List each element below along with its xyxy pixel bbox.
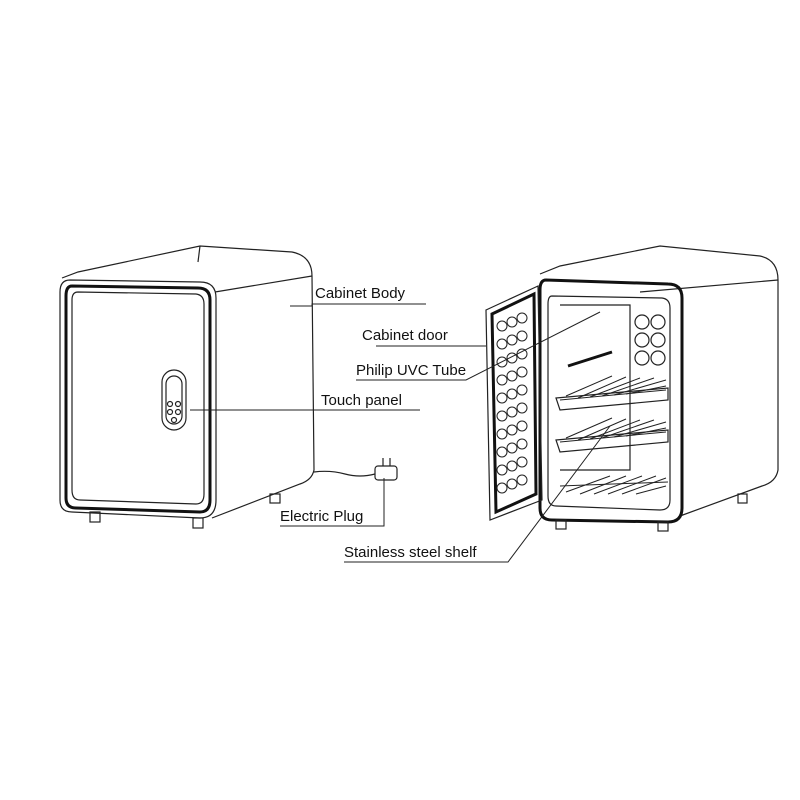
label-stainless-shelf: Stainless steel shelf [344,544,477,561]
label-touch-panel: Touch panel [321,392,402,409]
touch-panel-icon [161,369,187,431]
closed-cabinet-illustration [59,245,398,529]
label-cabinet-door: Cabinet door [362,327,448,344]
label-uvc-tube: Philip UVC Tube [356,362,466,379]
cabinet-door-open [485,285,543,521]
leader-lines [190,303,611,563]
label-electric-plug: Electric Plug [280,508,363,525]
electric-plug-icon [313,458,398,481]
shelf-lower [555,417,669,453]
open-cabinet-illustration [485,245,779,532]
shelf-bottom [559,475,669,495]
label-cabinet-body: Cabinet Body [315,285,406,302]
back-wall-holes [634,314,666,366]
shelf-upper [555,375,669,411]
